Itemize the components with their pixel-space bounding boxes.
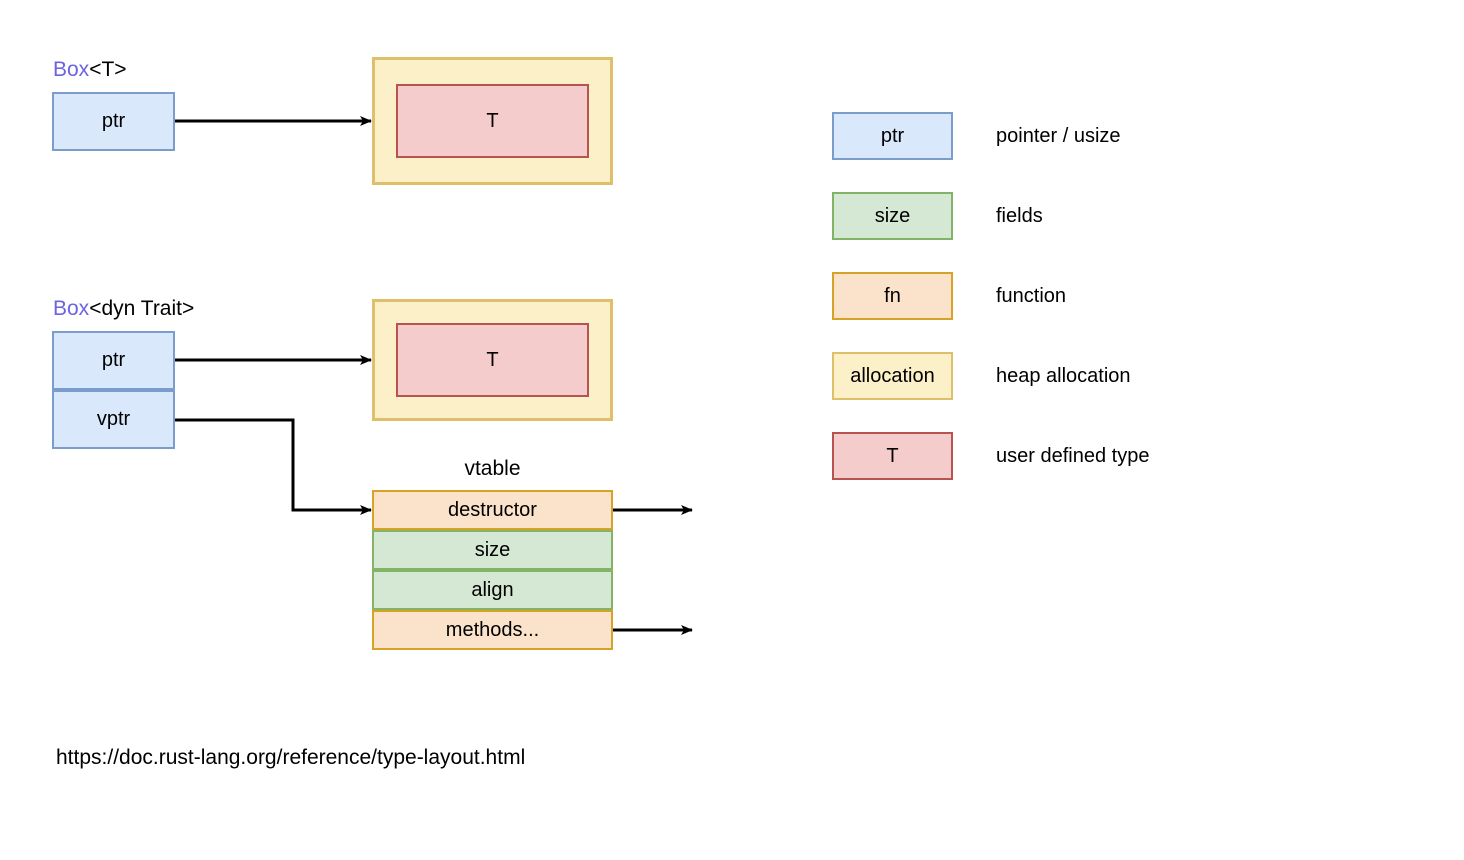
box-dyn-ptr-label: ptr bbox=[101, 349, 126, 371]
vtable-row-align: align bbox=[372, 570, 613, 610]
legend-swatch-ptr-label: ptr bbox=[880, 124, 905, 147]
legend-swatch-fn: fn bbox=[832, 272, 953, 320]
legend-swatch-type-label: T bbox=[886, 444, 899, 467]
vtable-caption-label: vtable bbox=[464, 457, 521, 480]
legend-swatch-fields-label: size bbox=[874, 204, 911, 227]
vtable-row-methods-label: methods... bbox=[445, 618, 540, 641]
box-dyn-vptr-cell: vptr bbox=[52, 390, 175, 449]
vtable-row-align-label: align bbox=[471, 578, 514, 601]
box-t-title: Box<T> bbox=[53, 58, 127, 82]
box-t-title-keyword: Box bbox=[53, 58, 90, 81]
vtable-row-destructor: destructor bbox=[372, 490, 613, 530]
legend-swatch-fields: size bbox=[832, 192, 953, 240]
box-dyn-title-keyword: Box bbox=[53, 297, 90, 320]
legend-swatch-type: T bbox=[832, 432, 953, 480]
source-url: https://doc.rust-lang.org/reference/type… bbox=[56, 746, 526, 769]
box-dyn-vptr-label: vptr bbox=[96, 408, 131, 430]
legend-swatch-allocation: allocation bbox=[832, 352, 953, 400]
box-t-allocation-type: T bbox=[396, 84, 589, 158]
legend-description-ptr: pointer / usize bbox=[996, 125, 1121, 147]
legend-description-fields: fields bbox=[996, 205, 1043, 227]
legend-description-fn: function bbox=[996, 285, 1067, 307]
box-dyn-title-generic: <dyn Trait> bbox=[89, 297, 195, 320]
vtable-caption: vtable bbox=[372, 457, 613, 481]
arrow-boxdyn-vptr-to-vtable bbox=[175, 418, 372, 515]
box-dyn-title: Box<dyn Trait> bbox=[53, 297, 194, 321]
box-t-ptr-label: ptr bbox=[101, 110, 126, 132]
legend-description-type: user defined type bbox=[996, 445, 1150, 467]
box-t-title-generic: <T> bbox=[89, 58, 127, 81]
legend-swatch-ptr: ptr bbox=[832, 112, 953, 160]
box-t-allocation-type-label: T bbox=[486, 109, 499, 132]
box-dyn-ptr-cell: ptr bbox=[52, 331, 175, 390]
box-dyn-allocation-type-label: T bbox=[486, 348, 499, 371]
box-t-ptr-cell: ptr bbox=[52, 92, 175, 151]
legend-swatch-allocation-label: allocation bbox=[850, 364, 935, 387]
vtable-row-size-label: size bbox=[474, 538, 511, 561]
vtable-row-methods: methods... bbox=[372, 610, 613, 650]
box-dyn-allocation-type: T bbox=[396, 323, 589, 397]
vtable-row-size: size bbox=[372, 530, 613, 570]
legend-swatch-fn-label: fn bbox=[884, 284, 901, 307]
vtable-row-destructor-label: destructor bbox=[448, 498, 537, 521]
legend-description-allocation: heap allocation bbox=[996, 365, 1131, 387]
